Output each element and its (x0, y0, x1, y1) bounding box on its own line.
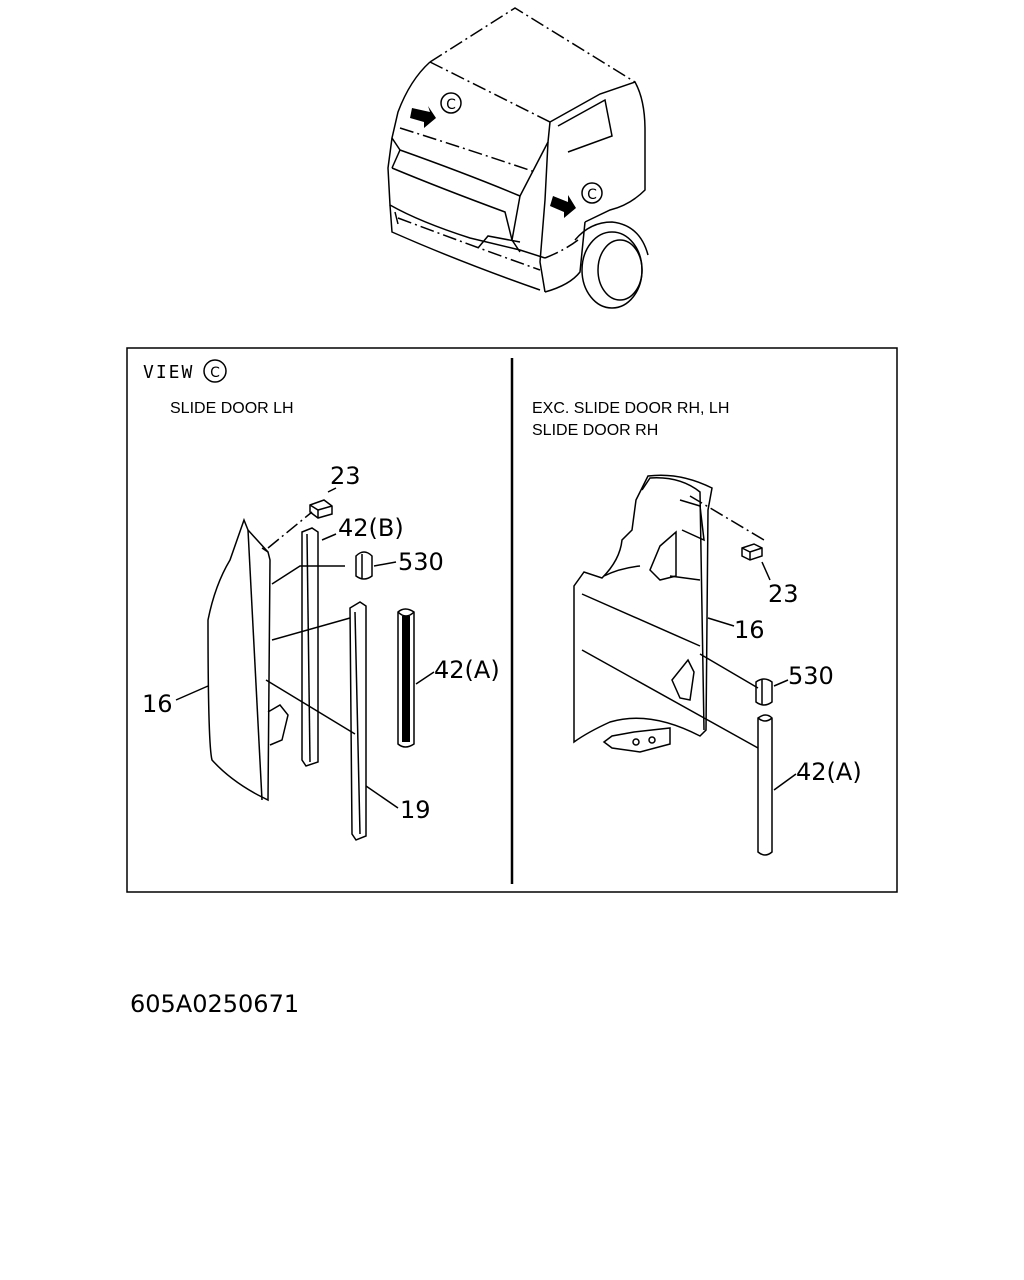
view-marker-circle-icon (581, 182, 603, 204)
callout-530: 530 (398, 548, 444, 576)
detail-frame (126, 347, 898, 893)
callout-16-rh: 16 (734, 616, 765, 644)
callout-530-rh: 530 (788, 662, 834, 690)
right-panel-heading-line1: EXC. SLIDE DOOR RH, LH (532, 400, 729, 417)
view-marker-circle-icon (440, 92, 462, 114)
part-42a-seal-rh (757, 714, 773, 856)
callout-19: 19 (400, 796, 431, 824)
right-panel: EXC. SLIDE DOOR RH, LH SLIDE DOOR RH (532, 400, 862, 856)
right-panel-heading-line2: SLIDE DOOR RH (532, 422, 658, 439)
view-marker-text: C (587, 187, 597, 203)
left-panel-heading: SLIDE DOOR LH (170, 400, 294, 417)
diagram-code: 605A0250671 (130, 990, 299, 1018)
left-panel: SLIDE DOOR LH 23 (142, 400, 500, 841)
view-marker-text: C (446, 97, 456, 113)
view-marker-text: C (210, 365, 220, 381)
callout-42b: 42(B) (338, 514, 404, 542)
part-530-cap (355, 551, 373, 580)
callout-42a: 42(A) (434, 656, 500, 684)
view-label: VIEW (143, 362, 194, 383)
view-arrow-icon (550, 195, 576, 218)
callout-16: 16 (142, 690, 173, 718)
truck-cab-illustration: C C (387, 7, 649, 309)
callout-23: 23 (330, 462, 361, 490)
callout-42a-rh: 42(A) (796, 758, 862, 786)
part-530-cap-rh (755, 678, 773, 706)
part-16-garnish (207, 517, 271, 802)
view-arrow-icon (410, 106, 436, 128)
part-16-garnish-rh (573, 474, 713, 744)
part-42b-weatherstrip (301, 527, 319, 767)
callout-23-rh: 23 (768, 580, 799, 608)
view-marker-circle-icon (203, 359, 227, 383)
